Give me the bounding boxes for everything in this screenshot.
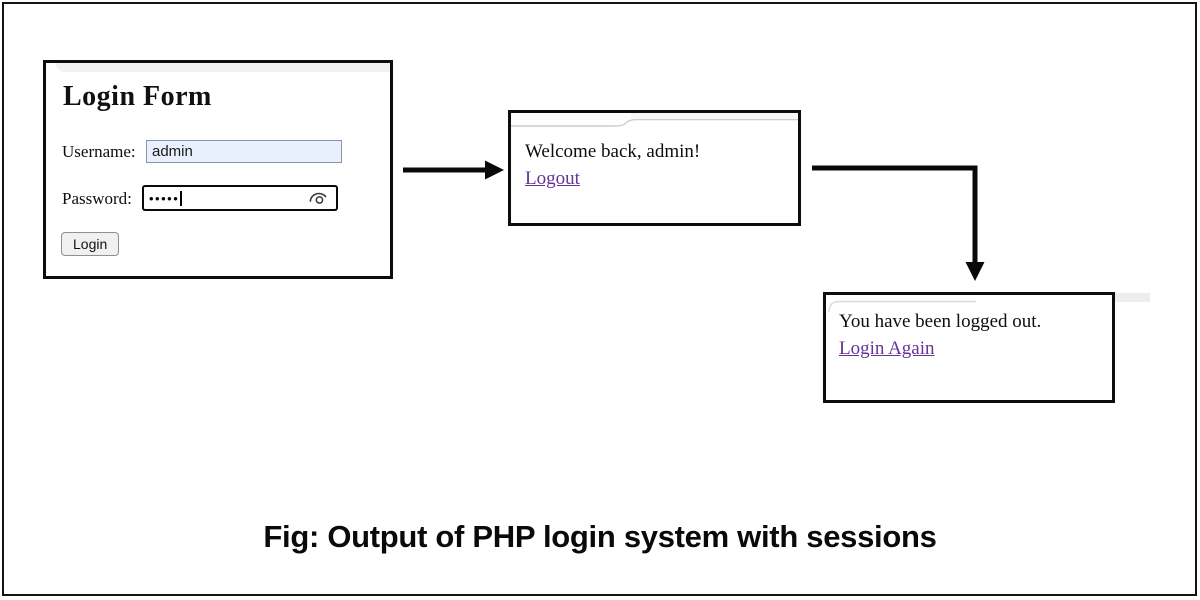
password-input[interactable]: •••••	[142, 185, 338, 211]
login-form-window: Login Form Username: Password: ••••• Log…	[43, 60, 393, 279]
arrow-welcome-to-logout	[812, 165, 985, 281]
password-label: Password:	[62, 189, 132, 208]
username-label: Username:	[62, 142, 136, 161]
welcome-message: Welcome back, admin!	[525, 141, 701, 162]
arrow-login-to-welcome	[403, 160, 504, 180]
browser-chrome-remnant	[828, 300, 976, 313]
browser-chrome-remnant	[1115, 293, 1150, 302]
password-masked-value: •••••	[149, 190, 180, 206]
logout-link[interactable]: Logout	[525, 168, 580, 189]
text-caret	[180, 190, 182, 206]
login-again-link[interactable]: Login Again	[839, 338, 935, 359]
browser-chrome-remnant	[511, 113, 798, 127]
eye-reveal-icon[interactable]	[307, 189, 329, 207]
username-input[interactable]	[146, 140, 342, 163]
login-button[interactable]: Login	[61, 232, 120, 256]
browser-chrome-remnant	[56, 63, 390, 72]
logged-out-message: You have been logged out.	[839, 311, 1042, 332]
figure-caption: Fig: Output of PHP login system with ses…	[263, 519, 937, 554]
welcome-window: Welcome back, admin! Logout	[508, 110, 801, 226]
logged-out-window: You have been logged out. Login Again	[823, 292, 1115, 403]
login-form-title: Login Form	[63, 81, 212, 112]
